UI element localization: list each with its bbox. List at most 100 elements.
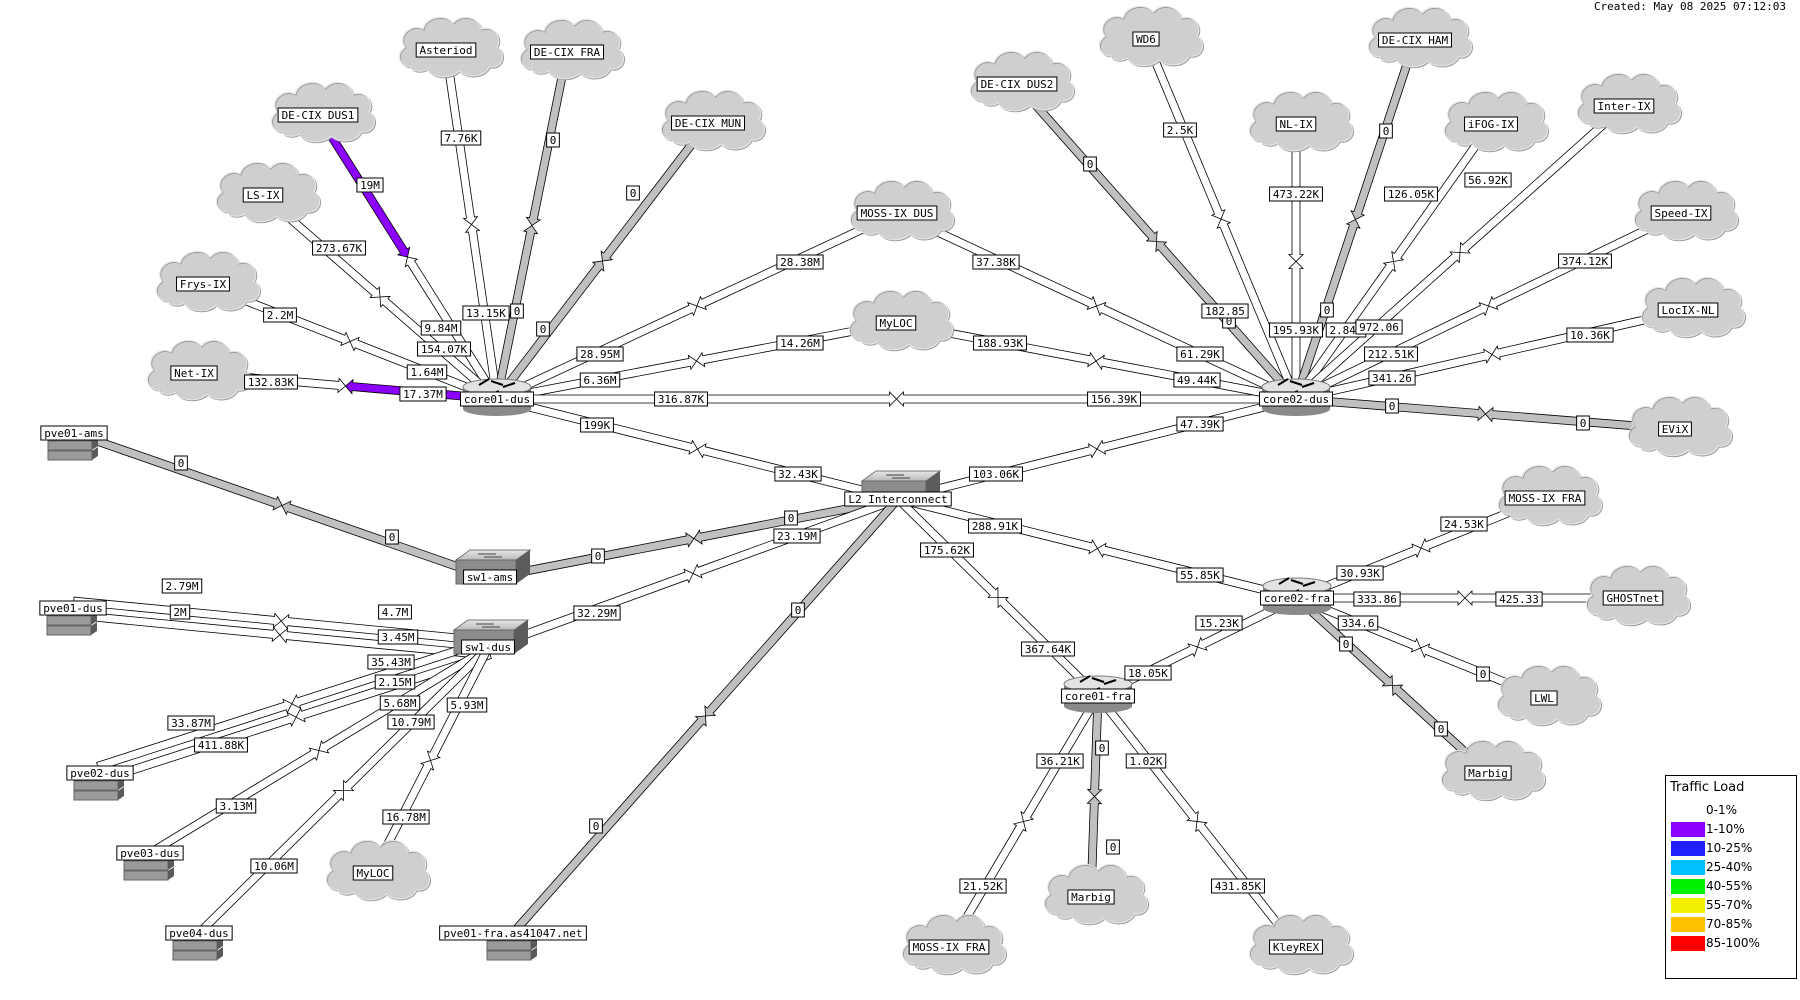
node-label-decix-ham: DE-CIX HAM xyxy=(1382,34,1449,47)
svg-text:0: 0 xyxy=(595,550,602,563)
link-label-core02-fra-core01-fra-in: 15.23K xyxy=(1195,615,1243,631)
node-inter-ix[interactable]: Inter-IX xyxy=(1576,72,1683,135)
node-l2[interactable]: L2 Interconnect xyxy=(844,470,952,507)
svg-text:14.26M: 14.26M xyxy=(780,337,820,350)
link-label-core01-dus-myloc1-in: 6.36M xyxy=(579,372,621,388)
node-frys-ix[interactable]: Frys-IX xyxy=(155,250,262,313)
node-net-ix[interactable]: Net-IX xyxy=(146,339,253,402)
node-label-core01-fra: core01-fra xyxy=(1065,690,1131,703)
node-decix-dus1[interactable]: DE-CIX DUS1 xyxy=(270,81,377,144)
link-labels-layer: 13.15K7.76K009.84M19M00154.07K273.67K1.6… xyxy=(161,122,1614,894)
node-marbig1[interactable]: Marbig xyxy=(1440,739,1547,802)
svg-text:0: 0 xyxy=(1389,400,1396,413)
link-label-core02-dus-decix-ham-in: 0 xyxy=(1320,302,1334,318)
svg-text:28.38M: 28.38M xyxy=(780,256,820,269)
link-label-core01-fra-marbig2-in: 0 xyxy=(1095,740,1109,756)
node-label-core02-dus: core02-dus xyxy=(1263,393,1329,406)
node-moss-fra1[interactable]: MOSS-IX FRA xyxy=(1497,464,1604,527)
svg-text:273.67K: 273.67K xyxy=(316,242,363,255)
node-sw1-ams[interactable]: sw1-ams xyxy=(454,549,532,585)
node-decix-fra[interactable]: DE-CIX FRA xyxy=(519,18,626,81)
node-lwl[interactable]: LWL xyxy=(1496,664,1603,727)
node-pve03-dus[interactable]: pve03-dus xyxy=(116,845,184,881)
svg-text:56.92K: 56.92K xyxy=(1468,174,1508,187)
link-label-core02-fra-ghostnet-out: 425.33 xyxy=(1495,591,1543,607)
svg-text:132.83K: 132.83K xyxy=(248,376,295,389)
legend-swatch xyxy=(1671,803,1705,818)
node-pve04-dus[interactable]: pve04-dus xyxy=(165,925,233,961)
node-decix-mun[interactable]: DE-CIX MUN xyxy=(660,89,767,152)
node-label-moss-fra2: MOSS-IX FRA xyxy=(913,941,986,954)
link-label-core02-fra-core01-fra-out: 18.05K xyxy=(1124,665,1172,681)
node-label-moss-dus: MOSS-IX DUS xyxy=(861,207,934,220)
legend-label: 1-10% xyxy=(1706,822,1745,836)
node-ifog-ix[interactable]: iFOG-IX xyxy=(1443,90,1550,153)
svg-text:21.52K: 21.52K xyxy=(963,880,1003,893)
node-sw1-dus[interactable]: sw1-dus xyxy=(452,619,530,655)
node-core02-dus[interactable]: core02-dus xyxy=(1259,378,1333,416)
svg-text:175.62K: 175.62K xyxy=(924,544,971,557)
link-label-core02-dus-myloc1-in: 49.44K xyxy=(1173,372,1221,388)
svg-text:195.93K: 195.93K xyxy=(1273,324,1320,337)
node-moss-fra2[interactable]: MOSS-IX FRA xyxy=(901,913,1008,976)
svg-text:0: 0 xyxy=(1480,668,1487,681)
node-label-moss-fra1: MOSS-IX FRA xyxy=(1509,492,1582,505)
link-label-core01-dus-net-ix-in: 17.37M xyxy=(399,386,447,402)
link-label-sw1-dus-l2-in: 32.29M xyxy=(573,605,621,621)
link-label-pve03-dus-sw1-dus-out: 5.68M xyxy=(379,695,421,711)
node-label-lwl: LWL xyxy=(1534,692,1554,705)
legend-swatch xyxy=(1671,841,1705,856)
link-label-core02-dus-ifog-ix-out: 126.05K xyxy=(1384,186,1438,202)
legend-row: 70-85% xyxy=(1666,915,1796,934)
node-speed-ix[interactable]: Speed-IX xyxy=(1633,179,1740,242)
svg-text:2.5K: 2.5K xyxy=(1167,124,1194,137)
node-label-pve04-dus: pve04-dus xyxy=(169,927,229,940)
node-marbig2[interactable]: Marbig xyxy=(1043,863,1150,926)
svg-text:182.85: 182.85 xyxy=(1205,305,1245,318)
node-kleyrex[interactable]: KleyREX xyxy=(1248,913,1355,976)
svg-text:0: 0 xyxy=(1438,723,1445,736)
svg-text:288.91K: 288.91K xyxy=(972,520,1019,533)
svg-text:23.19M: 23.19M xyxy=(777,530,817,543)
link-label-core01-dus-net-ix-out: 132.83K xyxy=(244,374,298,390)
node-label-pve01-fra: pve01-fra.as41047.net xyxy=(443,927,582,940)
node-nl-ix[interactable]: NL-IX xyxy=(1248,90,1355,153)
node-myloc1[interactable]: MyLOC xyxy=(848,289,955,352)
svg-text:367.64K: 367.64K xyxy=(1025,643,1072,656)
node-myloc2[interactable]: MyLOC xyxy=(325,839,432,902)
node-moss-dus[interactable]: MOSS-IX DUS xyxy=(849,179,956,242)
node-core01-dus[interactable]: core01-dus xyxy=(460,378,534,416)
svg-text:10.06M: 10.06M xyxy=(254,860,294,873)
node-label-core02-fra: core02-fra xyxy=(1264,592,1330,605)
svg-text:0: 0 xyxy=(1343,638,1350,651)
node-core02-fra[interactable]: core02-fra xyxy=(1260,577,1334,615)
node-label-evix: EViX xyxy=(1662,423,1689,436)
node-pve01-fra[interactable]: pve01-fra.as41047.net xyxy=(439,925,587,961)
link-label-sw1-dus-l2-out: 23.19M xyxy=(773,528,821,544)
node-label-inter-ix: Inter-IX xyxy=(1598,100,1651,113)
node-label-net-ix: Net-IX xyxy=(174,367,214,380)
node-wd6[interactable]: WD6 xyxy=(1098,5,1205,68)
link-label-core02-fra-moss-fra1-in: 30.93K xyxy=(1336,565,1384,581)
node-decix-ham[interactable]: DE-CIX HAM xyxy=(1367,6,1474,69)
node-decix-dus2[interactable]: DE-CIX DUS2 xyxy=(969,50,1076,113)
node-pve01-dus[interactable]: pve01-dus xyxy=(39,600,107,636)
node-ghostnet[interactable]: GHOSTnet xyxy=(1585,564,1692,627)
node-asteriod[interactable]: Asteriod xyxy=(398,16,505,79)
node-locix-nl[interactable]: LocIX-NL xyxy=(1640,276,1747,339)
link-label-core01-dus-decix-fra-in: 0 xyxy=(510,303,524,319)
svg-text:473.22K: 473.22K xyxy=(1273,188,1320,201)
node-evix[interactable]: EViX xyxy=(1627,395,1734,458)
node-core01-fra[interactable]: core01-fra xyxy=(1061,675,1135,713)
svg-text:10.36K: 10.36K xyxy=(1570,329,1610,342)
node-ls-ix[interactable]: LS-IX xyxy=(215,161,322,224)
svg-text:156.39K: 156.39K xyxy=(1091,393,1138,406)
svg-text:0: 0 xyxy=(795,604,802,617)
node-pve01-ams[interactable]: pve01-ams xyxy=(40,425,108,461)
node-pve02-dus[interactable]: pve02-dus xyxy=(66,765,134,801)
legend-swatch xyxy=(1671,936,1705,951)
link-label-pve01-dus-sw1-dus-out: 3.45M xyxy=(377,629,419,645)
svg-text:2.15M: 2.15M xyxy=(378,676,411,689)
link-label-core02-dus-l2-in: 47.39K xyxy=(1176,416,1224,432)
legend-label: 10-25% xyxy=(1706,841,1753,855)
